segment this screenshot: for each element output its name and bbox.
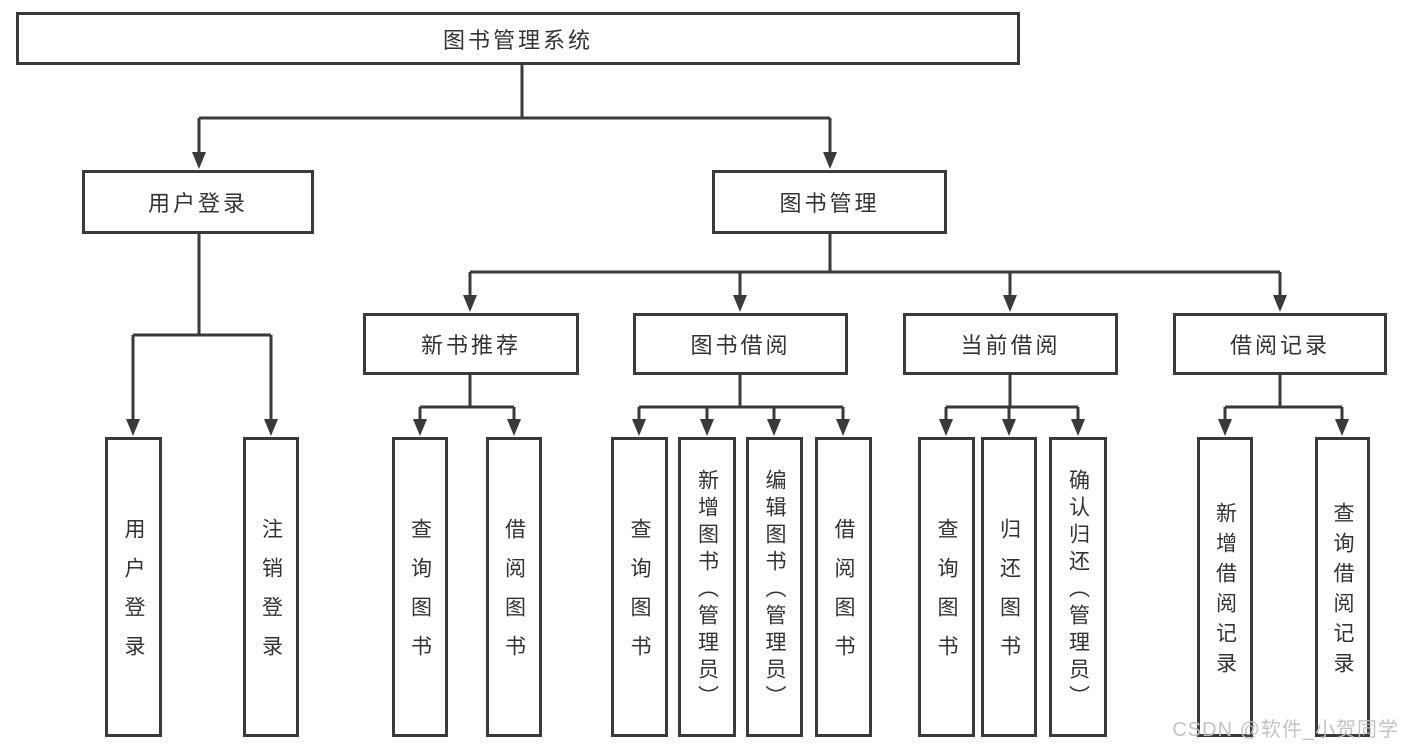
node-leaf-query-books-borrowing: 查询图书 — [611, 437, 668, 737]
node-leaf-borrow-books-borrowing: 借阅图书 — [815, 437, 872, 737]
node-leaf-add-book-admin: 新增图书（管理员） — [678, 437, 736, 737]
watermark: CSDN @软件_小贺同学 — [1172, 719, 1399, 741]
node-current-borrowing: 当前借阅 — [903, 313, 1118, 375]
node-leaf-query-books-current: 查询图书 — [918, 437, 975, 737]
leaf-label: 新增借阅记录 — [1213, 501, 1237, 682]
node-leaf-return-books: 归还图书 — [981, 437, 1037, 737]
leaf-label: 归还图书 — [997, 518, 1021, 674]
node-library-system: 图书管理系统 — [16, 12, 1020, 65]
node-leaf-confirm-return-admin: 确认归还（管理员） — [1049, 437, 1107, 737]
node-leaf-user-login: 用户登录 — [105, 437, 162, 737]
leaf-label: 借阅图书 — [832, 518, 855, 674]
node-book-management: 图书管理 — [712, 170, 947, 234]
node-new-book-recommend: 新书推荐 — [363, 313, 579, 375]
node-book-borrowing: 图书借阅 — [633, 313, 848, 375]
node-leaf-edit-book-admin: 编辑图书（管理员） — [746, 437, 803, 737]
leaf-label: 确认归还（管理员） — [1066, 468, 1090, 712]
connector-wire-path — [131, 65, 1344, 423]
node-leaf-add-borrow-record: 新增借阅记录 — [1197, 437, 1253, 737]
leaf-label: 查询借阅记录 — [1331, 501, 1354, 682]
node-leaf-query-borrow-record: 查询借阅记录 — [1315, 437, 1370, 737]
leaf-label: 查询图书 — [408, 518, 432, 674]
leaf-label: 查询图书 — [935, 518, 958, 674]
node-leaf-query-books-recommend: 查询图书 — [392, 437, 448, 737]
node-leaf-logout: 注销登录 — [243, 437, 299, 737]
leaf-label: 编辑图书（管理员） — [763, 468, 786, 712]
leaf-label: 借阅图书 — [502, 518, 526, 674]
node-borrowing-records: 借阅记录 — [1173, 313, 1387, 375]
leaf-label: 用户登录 — [122, 518, 145, 674]
leaf-label: 注销登录 — [259, 518, 283, 674]
node-user-login: 用户登录 — [82, 170, 314, 234]
leaf-label: 查询图书 — [628, 518, 651, 674]
node-leaf-borrow-books-recommend: 借阅图书 — [486, 437, 542, 737]
leaf-label: 新增图书（管理员） — [695, 468, 719, 712]
